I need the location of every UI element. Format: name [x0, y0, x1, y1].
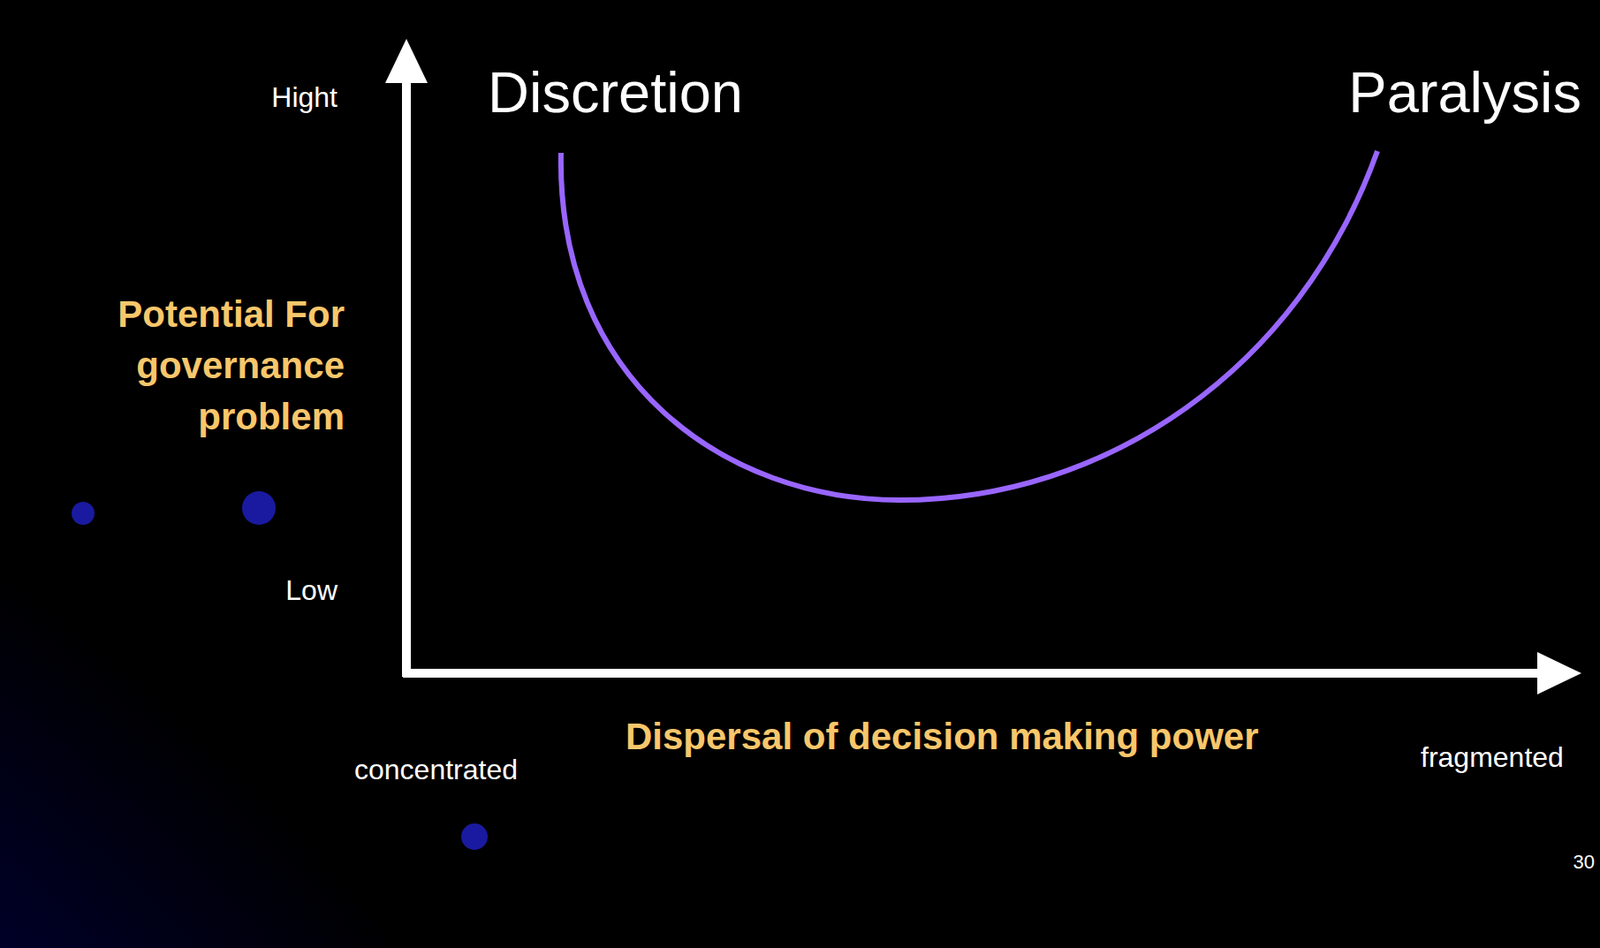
curve-end-label: Discretion [487, 60, 744, 127]
axis-tick-label: Hight [271, 81, 338, 114]
planet-shape [0, 366, 694, 948]
axis-tick-label: Low [285, 574, 338, 607]
x-axis [402, 668, 1542, 678]
axis-tick-label: fragmented [1420, 741, 1564, 774]
x-axis-arrowhead [1537, 652, 1582, 695]
curve-end-label: Paralysis [1348, 60, 1582, 127]
y-axis [401, 70, 411, 677]
axis-title: Potential For governance problem [106, 288, 345, 443]
orbit-dot [461, 823, 488, 850]
axis-title: Dispersal of decision making power [625, 715, 1259, 759]
axis-tick-label: concentrated [354, 753, 518, 787]
y-axis-arrowhead [385, 38, 428, 84]
u-curve [561, 151, 1378, 501]
orbit-dot [242, 491, 276, 525]
page-number: 30 [1573, 850, 1595, 873]
orbit-dot [71, 501, 95, 525]
